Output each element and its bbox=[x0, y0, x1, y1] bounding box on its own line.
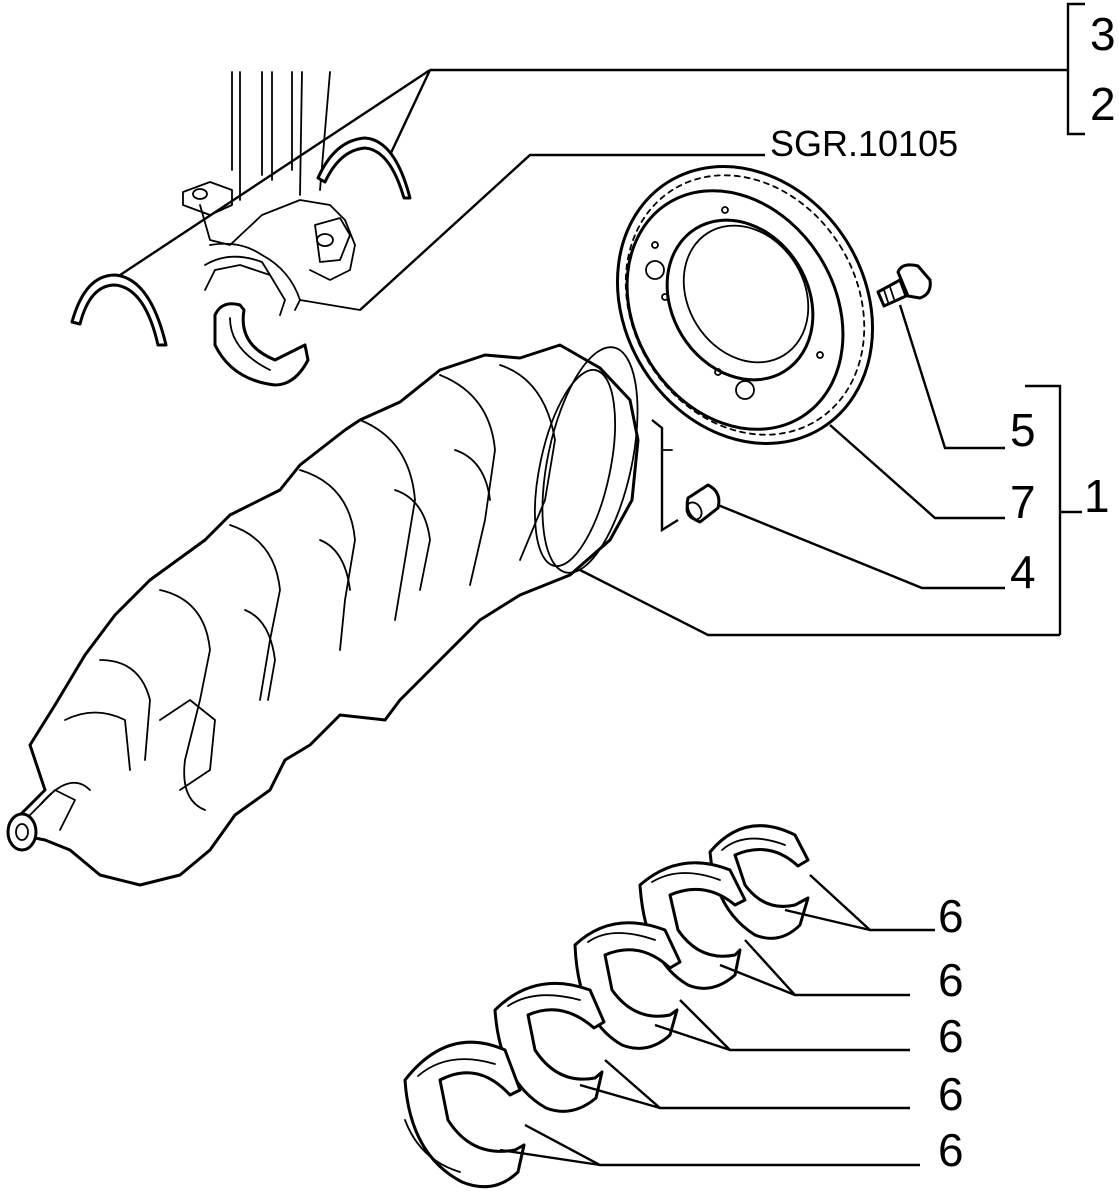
main-bearing-shell-set-4 bbox=[493, 981, 606, 1113]
bracket-1 bbox=[1025, 384, 1062, 635]
label-3: 3 bbox=[1090, 8, 1116, 60]
thrust-washer-upper bbox=[316, 136, 412, 200]
crankshaft bbox=[6, 343, 640, 887]
label-5: 5 bbox=[1010, 404, 1036, 456]
reference-code: SGR.10105 bbox=[770, 123, 958, 164]
label-2: 2 bbox=[1090, 78, 1116, 130]
leader-6c bbox=[679, 999, 910, 1052]
label-6c: 6 bbox=[938, 1010, 964, 1062]
leader-6e bbox=[524, 1123, 920, 1167]
label-6e: 6 bbox=[938, 1124, 964, 1176]
label-7: 7 bbox=[1010, 476, 1036, 528]
leader-5 bbox=[898, 304, 1005, 450]
leader-7 bbox=[829, 424, 1005, 520]
leader-4 bbox=[717, 503, 1005, 590]
label-6d: 6 bbox=[938, 1068, 964, 1120]
thrust-washer-lower bbox=[70, 273, 168, 347]
dowel-pin bbox=[651, 419, 721, 533]
leader-6a bbox=[809, 874, 935, 932]
flywheel-bolt bbox=[876, 263, 932, 308]
label-6a: 6 bbox=[938, 890, 964, 942]
label-6b: 6 bbox=[938, 954, 964, 1006]
label-4: 4 bbox=[1010, 546, 1036, 598]
flywheel-ring-gear bbox=[615, 165, 875, 445]
main-bearing-shell-set-5 bbox=[403, 1040, 526, 1189]
leader-2 bbox=[104, 68, 431, 287]
bracket-3-2: 3 2 bbox=[430, 2, 1116, 136]
leader-6b bbox=[744, 939, 910, 997]
connecting-rod-bearing-shell bbox=[213, 302, 310, 387]
leader-6d bbox=[604, 1059, 910, 1110]
main-bearing-shell-set-3 bbox=[573, 921, 682, 1050]
connecting-rod-block bbox=[182, 71, 361, 316]
main-bearing-shell-set-1 bbox=[708, 824, 810, 940]
label-1: 1 bbox=[1084, 470, 1110, 522]
leader-1 bbox=[579, 568, 1060, 637]
leader-3 bbox=[388, 69, 432, 156]
leader-sgr bbox=[359, 153, 765, 311]
